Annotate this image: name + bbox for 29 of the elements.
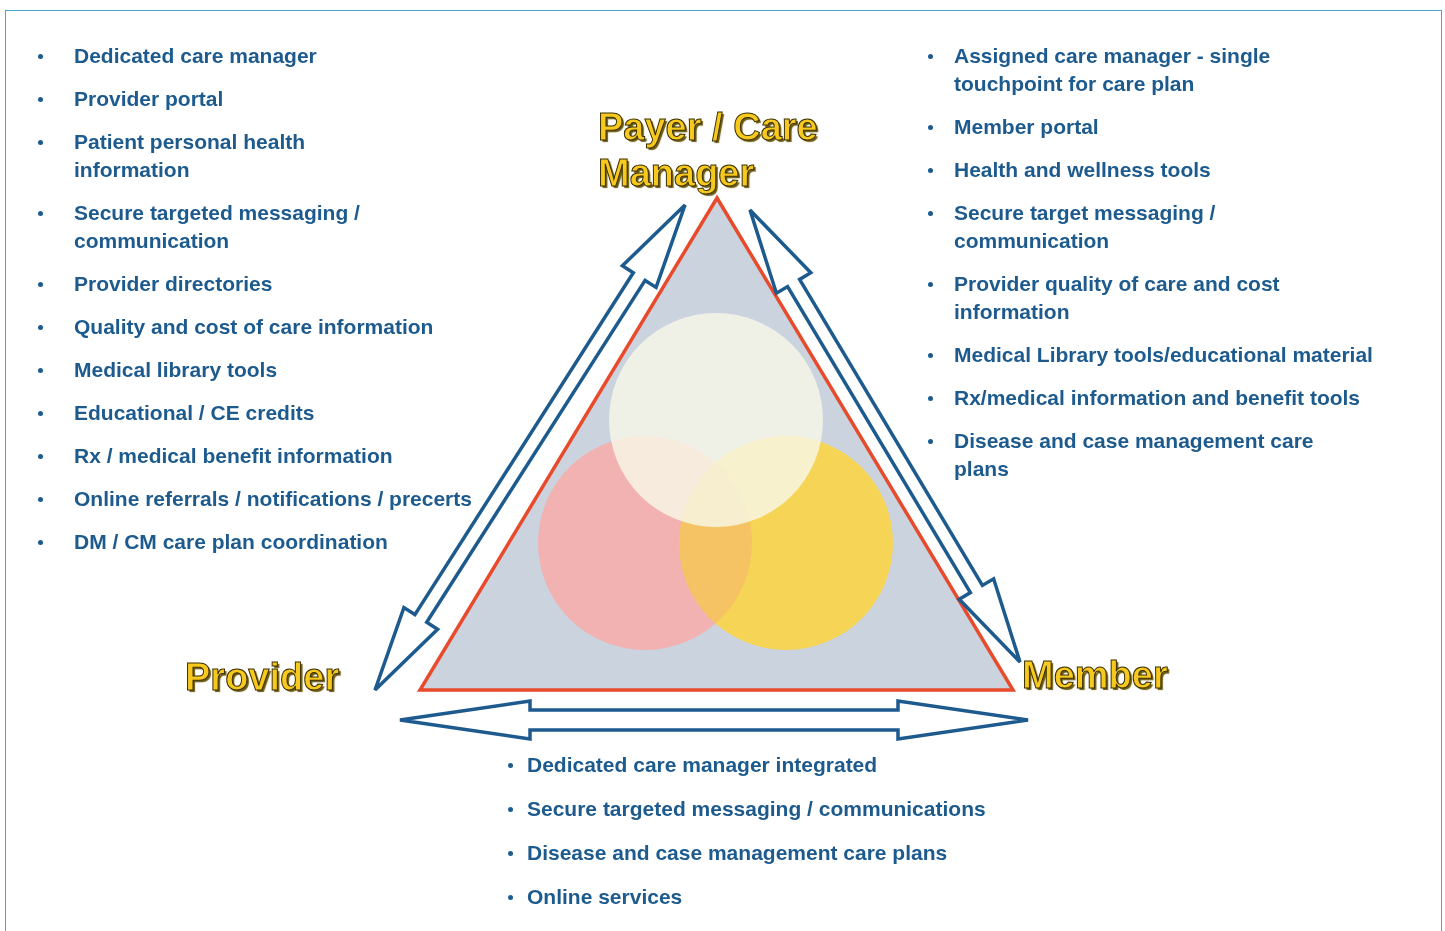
list-item-text: Secure target messaging / communication (954, 201, 1216, 252)
list-item-text: Health and wellness tools (954, 158, 1211, 181)
role-title: Member (1022, 653, 1168, 698)
list-item-text: Online referrals / notifications / precerts (74, 487, 472, 510)
list-item-text: Dedicated care manager integrated (527, 753, 878, 776)
list-item-text: Disease and case management care plans (954, 429, 1314, 480)
double-block-arrow (398, 698, 1030, 742)
list-item-text: DM / CM care plan coordination (74, 530, 388, 553)
list-item-text: Medical Library tools/educational material (954, 343, 1373, 366)
list-item-text: Provider quality of care and cost information (954, 272, 1280, 323)
list-item-text: Quality and cost of care information (74, 315, 434, 338)
list-item-text: Online services (527, 885, 683, 908)
double-block-arrow (748, 208, 1022, 664)
role-title: Provider (185, 655, 340, 700)
list-item-text: Disease and case management care plans (527, 841, 948, 864)
list-item-text: Medical library tools (74, 358, 278, 381)
list-item-text: Rx / medical benefit information (74, 444, 393, 467)
list-item-text: Dedicated care manager (74, 44, 317, 67)
list-item-text: Secure targeted messaging / communication (74, 201, 360, 252)
list-item-text: Secure targeted messaging / communications (527, 797, 986, 820)
role-title: Payer / Care Manager (598, 105, 819, 196)
list-item-text: Member portal (954, 115, 1099, 138)
list-item-text: Assigned care manager - single touchpoint for care plan (954, 44, 1271, 95)
list-item-text: Rx/medical information and benefit tools (954, 386, 1361, 409)
list-item-text: Provider directories (74, 272, 273, 295)
list-item-text: Provider portal (74, 87, 224, 110)
list-item-text: Patient personal health information (74, 130, 306, 181)
double-block-arrow (373, 203, 687, 692)
list-item-text: Educational / CE credits (74, 401, 315, 424)
